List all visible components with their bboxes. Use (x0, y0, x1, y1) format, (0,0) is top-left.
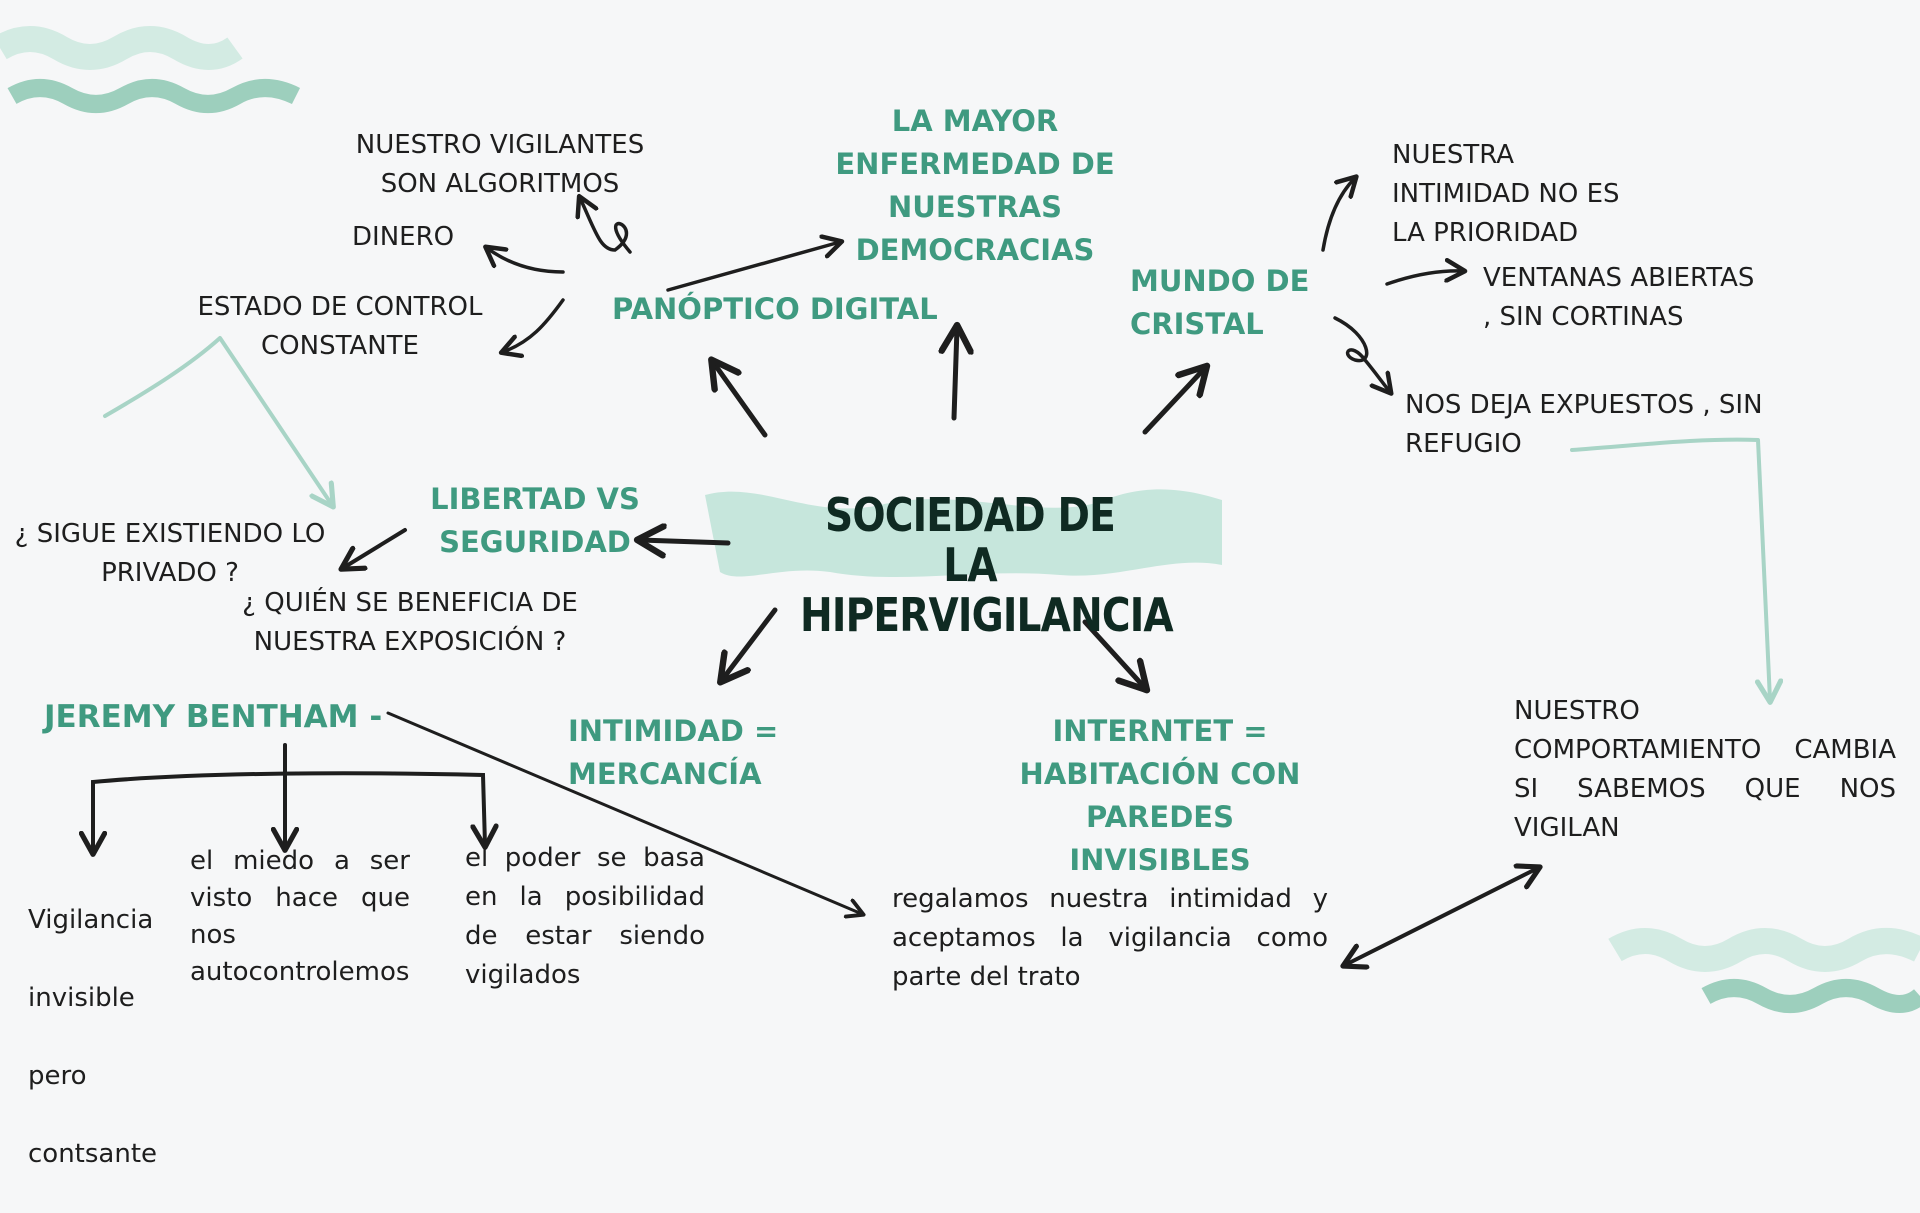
connectors-layer (0, 26, 1920, 1013)
arrow-cristal-to-intimidad (1321, 178, 1355, 252)
arrow-cristal-to-ventanas (1385, 271, 1463, 286)
bentham-c2-line: visto hace que (190, 883, 410, 913)
bentham-c3-line: el poder se basa (465, 843, 705, 873)
comportamiento-line: SI SABEMOS QUE NOS (1514, 774, 1896, 804)
bentham-c1-line: Vigilancia (28, 905, 154, 935)
central-title-line-2: HIPERVIGILANCIA (800, 588, 1174, 642)
libertad-heading: LIBERTAD VS SEGURIDAD (430, 482, 640, 559)
trato-text: regalamos nuestra intimidad y aceptamos … (892, 880, 1328, 997)
mind-map: SOCIEDAD DE LA HIPERVIGILANCIA PANÓPTICO… (0, 26, 1920, 1169)
arrow-cristal-to-expuestos (1333, 316, 1390, 392)
comportamiento-text: NUESTRO COMPORTAMIENTO CAMBIA SI SABEMOS… (1514, 692, 1896, 848)
arrow-panoptico-to-democracia (666, 242, 840, 292)
intimidad-mercancia-heading: INTIMIDAD = MERCANCÍA (568, 714, 779, 791)
comportamiento-line: COMPORTAMIENTO CAMBIA (1514, 735, 1896, 765)
trato-line: parte del trato (892, 962, 1081, 992)
arrow-to-internet (1082, 619, 1145, 688)
title-brush-shape (705, 489, 1222, 578)
wave-decoration-top-2 (7, 79, 301, 113)
cristal-ventanas-text: VENTANAS ABIERTAS , SIN CORTINAS (1483, 263, 1755, 332)
bentham-c2-line: autocontrolemos (190, 957, 410, 987)
estado-text: ESTADO DE CONTROL CONSTANTE (197, 292, 483, 361)
panoptico-heading: PANÓPTICO DIGITAL (612, 292, 938, 326)
bentham-c3-line: vigilados (465, 960, 581, 990)
wave-decoration-bottom-1 (1608, 928, 1920, 972)
bentham-c1-line: contsante (28, 1139, 158, 1169)
arrow-panoptico-to-dinero (487, 248, 565, 274)
central-title: SOCIEDAD DE LA HIPERVIGILANCIA (800, 488, 1174, 642)
bentham-c3-line: en la posibilidad (465, 882, 705, 912)
vigilantes-text: NUESTRO VIGILANTES SON ALGORITMOS (355, 130, 645, 199)
cristal-expuestos-text: NOS DEJA EXPUESTOS , SIN REFUGIO (1405, 390, 1763, 459)
light-arrow-right (1570, 437, 1770, 700)
light-arrow-left (103, 336, 332, 505)
cristal-intimidad-text: NUESTRA INTIMIDAD NO ES LA PRIORIDAD (1392, 140, 1620, 248)
dinero-text: DINERO (352, 222, 455, 252)
bentham-bracket (91, 771, 485, 854)
privado-question: ¿ SIGUE EXISTIENDO LO PRIVADO ? (14, 519, 326, 588)
bentham-c3-line: de estar siendo (465, 921, 705, 951)
comportamiento-line: NUESTRO (1514, 696, 1640, 726)
arrow-to-democracia (954, 328, 957, 421)
bentham-column-1: Vigilancia invisible pero contsante (28, 862, 178, 1213)
bentham-c2-line: el miedo a ser (190, 846, 410, 876)
bentham-c1-line: pero (28, 1061, 87, 1091)
trato-line: aceptamos la vigilancia como (892, 923, 1328, 953)
arrow-to-cristal (1142, 368, 1205, 435)
bentham-heading: JEREMY BENTHAM - (44, 699, 383, 735)
wave-decoration-top-1 (0, 26, 243, 70)
arrow-to-libertad (640, 540, 731, 543)
trato-line: regalamos nuestra intimidad y (892, 884, 1328, 914)
internet-heading: INTERNTET = HABITACIÓN CON PAREDES INVIS… (1019, 714, 1301, 877)
bentham-c2-line: nos (190, 920, 236, 950)
cristal-heading: MUNDO DE CRISTAL (1130, 264, 1310, 341)
bentham-column-3: el poder se basa en la posibilidad de es… (465, 839, 705, 995)
comportamiento-line: VIGILAN (1514, 813, 1620, 843)
arrow-libertad-to-privado (343, 528, 407, 568)
arrow-to-panoptico (713, 362, 768, 438)
bentham-c1-line: invisible (28, 983, 135, 1013)
arrow-to-intimidad (722, 607, 778, 680)
central-title-line-1: SOCIEDAD DE LA (825, 488, 1116, 592)
arrow-panoptico-to-estado (503, 298, 565, 352)
democracia-heading: LA MAYOR ENFERMEDAD DE NUESTRAS DEMOCRAC… (835, 104, 1115, 267)
arrow-panoptico-to-vigilantes (580, 198, 632, 254)
beneficia-question: ¿ QUIÉN SE BENEFICIA DE NUESTRA EXPOSICI… (242, 588, 578, 657)
arrow-trato-comportamiento (1345, 868, 1538, 965)
bentham-column-2: el miedo a ser visto hace que nos autoco… (190, 843, 410, 991)
wave-decoration-bottom-2 (1701, 979, 1920, 1013)
arrow-bentham-to-trato (386, 711, 862, 914)
